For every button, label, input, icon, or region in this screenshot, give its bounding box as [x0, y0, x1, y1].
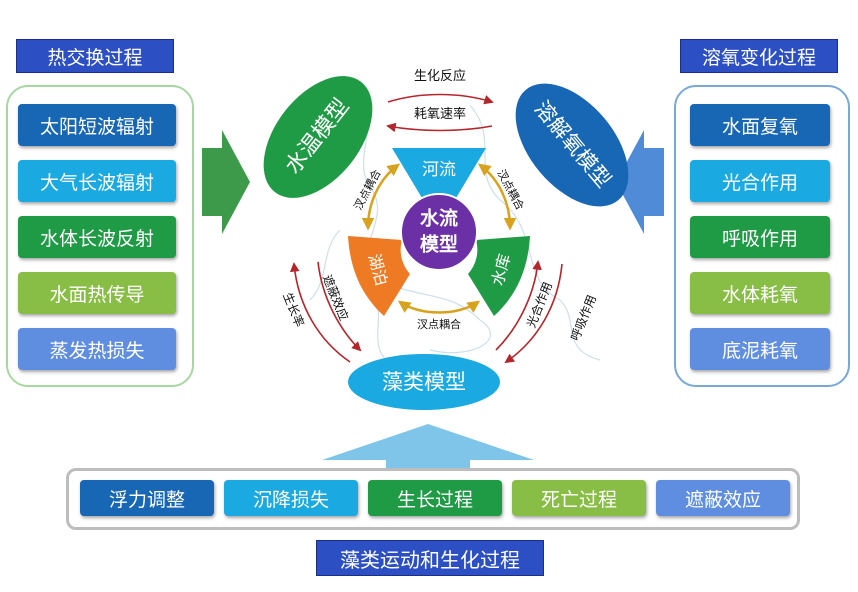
- oxygen-item-photosynthesis: 光合作用: [690, 160, 830, 202]
- coupling-arrow-right: [478, 163, 517, 231]
- heat-item-evaporation-loss: 蒸发热损失: [18, 328, 176, 370]
- algae-item-death: 死亡过程: [512, 480, 646, 516]
- coupling-label-bottom: 汊点耦合: [417, 317, 461, 331]
- algae-item-shading: 遮蔽效应: [656, 480, 790, 516]
- algae-item-buoyancy: 浮力调整: [80, 480, 214, 516]
- right-arrow-inner: [495, 260, 542, 351]
- heat-item-surface-conduction: 水面热传导: [18, 272, 176, 314]
- oxygen-item-respiration: 呼吸作用: [690, 216, 830, 258]
- right-arrow-outer: [504, 263, 563, 364]
- algae-item-settling-loss: 沉降损失: [224, 480, 358, 516]
- left-arrow-outer: [289, 262, 351, 363]
- coupling-arrow-bottom: [397, 300, 481, 314]
- heat-item-solar-shortwave: 太阳短波辐射: [18, 104, 176, 146]
- left-arrow-inner: [317, 261, 362, 352]
- heat-item-atmospheric-longwave: 大气长波辐射: [18, 160, 176, 202]
- left-arrow: [202, 130, 250, 234]
- algae-model-label: 藻类模型: [382, 370, 466, 394]
- right-arrow: [616, 130, 664, 234]
- temperature-model: 水温模型: [263, 76, 373, 198]
- flow-model-core-line1: 水流: [420, 207, 458, 230]
- bottom-up-arrow: [322, 424, 534, 462]
- oxygen-item-water-consumption: 水体耗氧: [690, 272, 830, 314]
- sector-river: 河流: [392, 148, 486, 198]
- right-arrow-inner-label: 光合作用: [523, 280, 555, 330]
- left-arrow-outer-label: 生长率: [280, 290, 307, 329]
- flow-model-core: 水流 模型: [400, 193, 478, 271]
- oxygen-item-reaeration: 水面复氧: [690, 104, 830, 146]
- sector-lake: 湖泊: [348, 236, 410, 316]
- top-arrow-upper: [387, 93, 494, 105]
- sector-river-label: 河流: [422, 160, 456, 180]
- bottom-up-arrow-stem: [386, 458, 470, 468]
- oxygen-item-sediment-consumption: 底泥耗氧: [690, 328, 830, 370]
- flow-model-core-line2: 模型: [420, 233, 458, 256]
- coupling-arrow-left: [361, 163, 400, 231]
- algae-item-growth: 生长过程: [368, 480, 502, 516]
- algae-model: 藻类模型: [348, 354, 500, 410]
- top-arrow-lower: [386, 122, 493, 133]
- top-arrow-lower-label: 耗氧速率: [414, 106, 466, 122]
- heat-exchange-title: 热交换过程: [16, 39, 174, 73]
- top-arrow-upper-label: 生化反应: [414, 68, 466, 84]
- heat-item-water-longwave: 水体长波反射: [18, 216, 176, 258]
- sector-reservoir: 水库: [468, 236, 530, 316]
- algae-process-title: 藻类运动和生化过程: [316, 540, 544, 576]
- left-arrow-inner-label: 遮蔽效应: [320, 273, 352, 323]
- oxygen-change-title: 溶氧变化过程: [680, 39, 838, 73]
- right-arrow-outer-label: 呼吸作用: [568, 293, 599, 343]
